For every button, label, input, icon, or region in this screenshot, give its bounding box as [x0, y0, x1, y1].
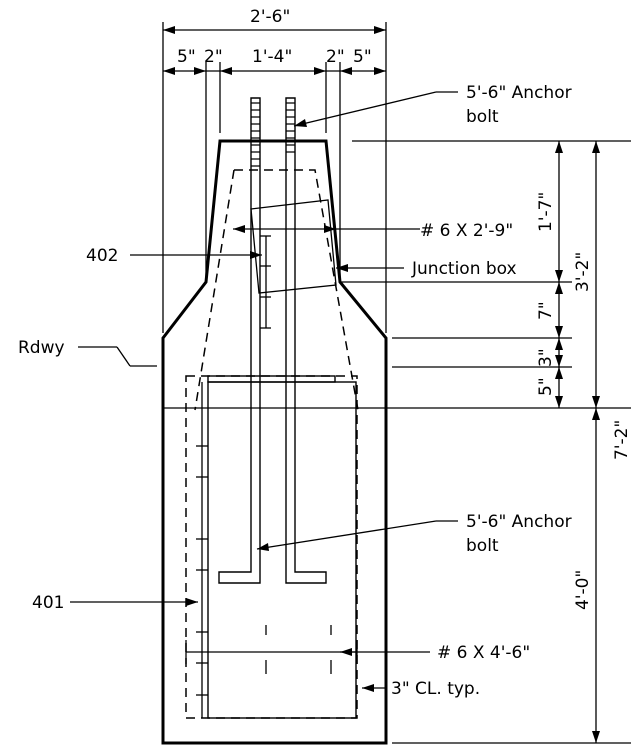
dim-center: 1'-4" [252, 47, 292, 67]
dim-left-inner: 2" [204, 47, 223, 67]
dim-right-inner: 2" [326, 47, 345, 67]
cage-inner-bottom [207, 381, 357, 719]
label-rdwy: Rdwy [18, 338, 65, 358]
dim-right-outer: 5" [353, 47, 372, 67]
label-anchor-bolt-top-2: bolt [466, 107, 499, 127]
leader-lines [70, 91, 458, 689]
bar-401-ticks [196, 382, 208, 718]
right-dimension-lines [163, 140, 631, 744]
dim-small-section: 3" [536, 348, 556, 367]
label-mark-402: 402 [86, 246, 118, 266]
bar-402-ticks [260, 235, 271, 329]
foundation-outline [161, 139, 388, 745]
leader-arrows [186, 119, 374, 692]
cage-hoop-top [207, 375, 336, 383]
dim-overall-width: 2'-6" [250, 7, 290, 27]
label-anchor-bolt-top-1: 5'-6" Anchor [466, 83, 572, 103]
bottom-cage-dashed [185, 375, 358, 719]
junction-box [250, 199, 337, 294]
anchor-bolt-right [285, 97, 327, 584]
dim-overall-height: 7'-2" [612, 420, 631, 460]
top-dimension-arrows [163, 26, 386, 75]
label-anchor-bolt-bottom-1: 5'-6" Anchor [466, 512, 572, 532]
dim-left-outer: 5" [177, 47, 196, 67]
dim-combined-upper: 3'-2" [573, 252, 593, 292]
label-rebar-bottom: # 6 X 4'-6" [437, 643, 530, 663]
dim-bottom-section: 4'-0" [573, 570, 593, 610]
label-rebar-top: # 6 X 2'-9" [420, 221, 513, 241]
label-anchor-bolt-bottom-2: bolt [466, 536, 499, 556]
anchor-bolt-left [218, 97, 261, 584]
dim-mid-section: 7" [536, 301, 556, 320]
label-clear-cover: 3" CL. typ. [391, 679, 480, 699]
dim-lower-top: 5" [536, 377, 556, 396]
label-junction-box: Junction box [411, 259, 517, 279]
rebar-bottom-line [185, 625, 358, 674]
top-cage-dashed [194, 169, 359, 411]
label-mark-401: 401 [32, 593, 64, 613]
dim-top-section: 1'-7" [536, 192, 556, 232]
right-dimension-arrows [555, 141, 600, 743]
